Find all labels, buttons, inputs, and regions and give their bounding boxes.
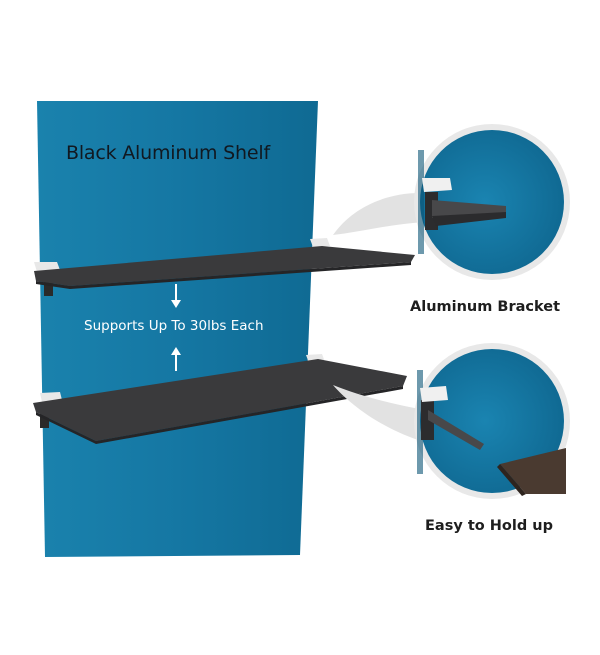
wall-panel: [37, 101, 318, 557]
support-arrows: [171, 284, 181, 371]
lower-bracket: [40, 414, 49, 428]
upper-shelf: [34, 238, 415, 296]
callout-caption-bracket: Aluminum Bracket: [410, 299, 560, 315]
product-title: Black Aluminum Shelf: [66, 142, 270, 164]
callout-easy-to-hold-up: [333, 343, 570, 499]
support-capacity-label: Supports Up To 30lbs Each: [84, 318, 264, 334]
upper-bracket: [44, 280, 53, 296]
callout-caption-hold-up: Easy to Hold up: [425, 518, 553, 534]
lower-shelf: [33, 354, 407, 444]
callout-aluminum-bracket: [333, 124, 570, 280]
